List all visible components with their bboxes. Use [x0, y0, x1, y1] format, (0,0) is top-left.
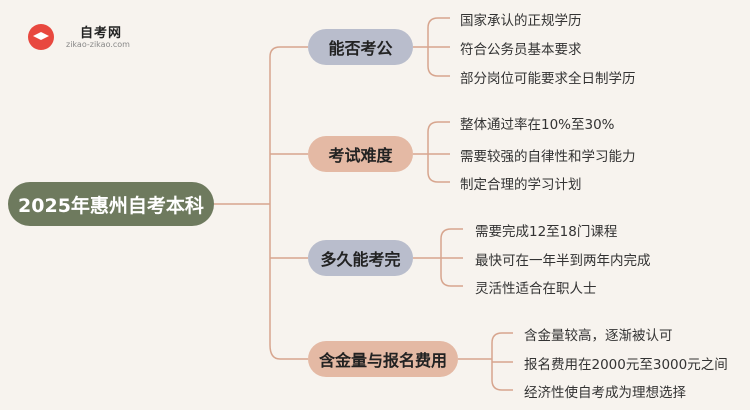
logo-name: 自考网: [80, 26, 123, 41]
root-node[interactable]: 2025年惠州自考本科: [8, 182, 214, 226]
logo-url: zikao-zikao.com: [66, 40, 130, 49]
site-logo[interactable]: 自考网 zikao-zikao.com: [28, 22, 158, 52]
leaf-4-3: 经济性使自考成为理想选择: [524, 385, 686, 401]
leaf-2-3: 制定合理的学习计划: [460, 177, 582, 193]
leaf-3-2: 最快可在一年半到两年内完成: [475, 253, 651, 269]
leaf-1-3: 部分岗位可能要求全日制学历: [460, 71, 636, 87]
leaf-3-1: 需要完成12至18门课程: [475, 224, 618, 240]
branch-node-1[interactable]: 能否考公: [308, 29, 413, 65]
leaf-4-2: 报名费用在2000元至3000元之间: [524, 357, 728, 373]
leaf-1-1: 国家承认的正规学历: [460, 13, 582, 29]
branch-node-4[interactable]: 含金量与报名费用: [308, 341, 458, 377]
branch-node-2[interactable]: 考试难度: [308, 136, 413, 172]
leaf-3-3: 灵活性适合在职人士: [475, 281, 597, 297]
graduation-cap-icon: [28, 24, 54, 50]
leaf-2-2: 需要较强的自律性和学习能力: [460, 149, 636, 165]
leaf-1-2: 符合公务员基本要求: [460, 42, 582, 58]
branch-node-3[interactable]: 多久能考完: [308, 240, 413, 276]
leaf-4-1: 含金量较高，逐渐被认可: [524, 328, 673, 344]
leaf-2-1: 整体通过率在10%至30%: [460, 117, 615, 133]
